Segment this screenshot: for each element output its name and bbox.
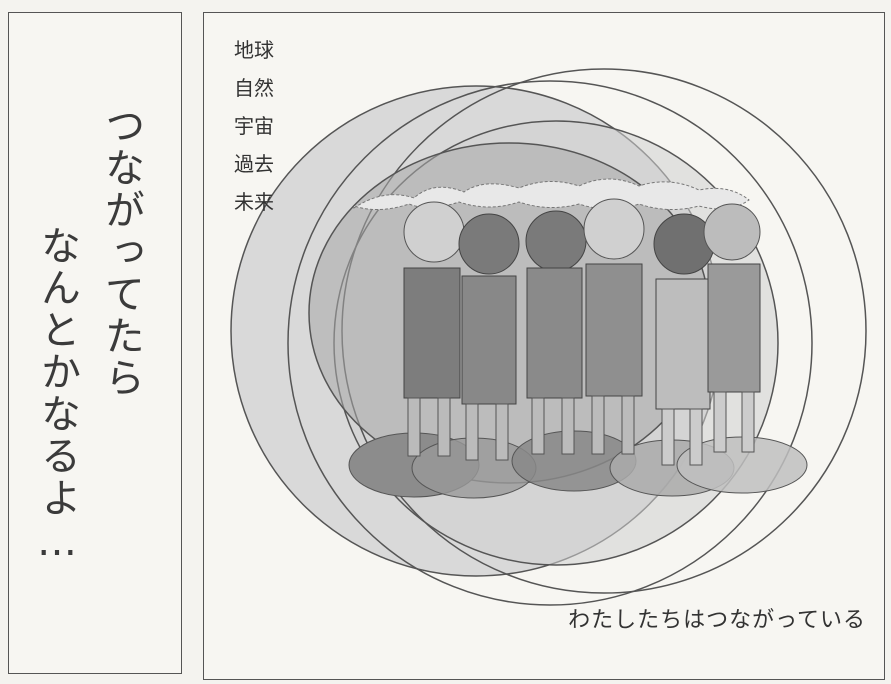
keyword-item: 地球 bbox=[234, 38, 274, 62]
circle-past bbox=[287, 80, 813, 606]
slogan-line-2: なんとかなるよ… bbox=[34, 225, 80, 567]
people bbox=[403, 198, 761, 466]
person-2 bbox=[458, 213, 520, 461]
illustration-panel: 地球 自然 宇宙 過去 未来 わたしたちはつながっている bbox=[203, 12, 885, 680]
connected-people-illustration bbox=[230, 68, 867, 606]
person-6 bbox=[703, 203, 761, 453]
person-1 bbox=[403, 201, 465, 457]
person-3 bbox=[525, 210, 587, 455]
keyword-item: 自然 bbox=[234, 76, 274, 100]
keyword-item: 未来 bbox=[234, 190, 274, 214]
slogan-line-1: つながってたら bbox=[98, 105, 144, 399]
halo-cloud bbox=[353, 178, 750, 210]
caption-text: わたしたちはつながっている bbox=[568, 608, 866, 633]
keyword-item: 宇宙 bbox=[234, 114, 274, 138]
keyword-list: 地球 自然 宇宙 過去 未来 bbox=[234, 31, 274, 221]
person-4 bbox=[583, 198, 645, 455]
keyword-item: 過去 bbox=[234, 152, 274, 176]
person-5 bbox=[653, 213, 715, 466]
slogan-panel: つながってたら なんとかなるよ… bbox=[8, 12, 182, 674]
